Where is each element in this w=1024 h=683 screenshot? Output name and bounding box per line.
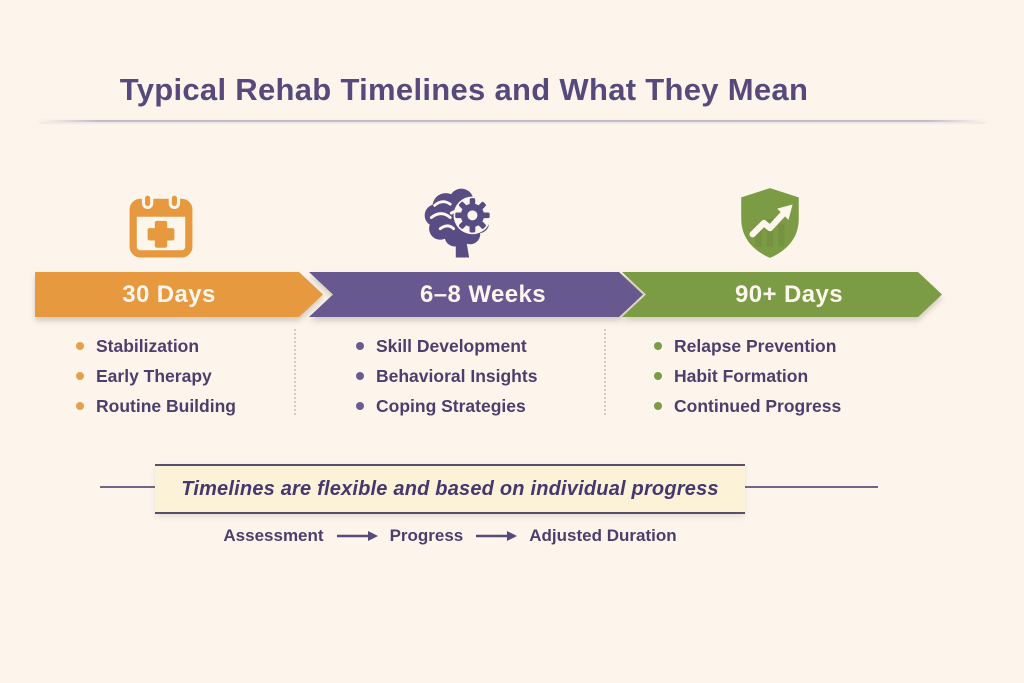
shield-growth-icon bbox=[734, 185, 806, 261]
list-item: Stabilization bbox=[76, 331, 326, 361]
list-item-label: Early Therapy bbox=[96, 365, 212, 386]
bullet-dot-icon bbox=[356, 342, 364, 350]
bullet-dot-icon bbox=[654, 372, 662, 380]
list-item-label: Behavioral Insights bbox=[376, 365, 538, 386]
note-box: Timelines are flexible and based on indi… bbox=[155, 464, 745, 514]
list-item: Habit Formation bbox=[654, 361, 904, 391]
list-item: Routine Building bbox=[76, 391, 326, 421]
list-item-label: Coping Strategies bbox=[376, 395, 526, 416]
list-item-label: Routine Building bbox=[96, 395, 236, 416]
note-text: Timelines are flexible and based on indi… bbox=[181, 477, 719, 500]
list-item-label: Skill Development bbox=[376, 335, 527, 356]
list-item-label: Stabilization bbox=[96, 335, 200, 356]
phase-list-90-plus-days: Relapse Prevention Habit Formation Conti… bbox=[654, 331, 904, 421]
list-item-label: Relapse Prevention bbox=[674, 335, 837, 356]
list-item: Behavioral Insights bbox=[356, 361, 606, 391]
phase-band-6-8-weeks: 6–8 Weeks bbox=[309, 272, 617, 317]
phase-band-label: 90+ Days bbox=[622, 272, 942, 317]
bullet-dot-icon bbox=[76, 372, 84, 380]
column-divider bbox=[604, 329, 606, 415]
list-item: Relapse Prevention bbox=[654, 331, 904, 361]
list-item-label: Continued Progress bbox=[674, 395, 842, 416]
brain-gear-icon bbox=[418, 182, 498, 262]
phase-band-label: 30 Days bbox=[35, 272, 323, 317]
flow-step-assessment: Assessment bbox=[223, 526, 324, 545]
phase-band-90-plus-days: 90+ Days bbox=[622, 272, 916, 317]
list-item: Continued Progress bbox=[654, 391, 904, 421]
list-item: Early Therapy bbox=[76, 361, 326, 391]
assessment-flow: Assessment Progress Adjusted Duration bbox=[155, 522, 745, 550]
list-item-label: Habit Formation bbox=[674, 365, 809, 386]
right-arrow-icon bbox=[476, 531, 518, 541]
flow-step-progress: Progress bbox=[389, 526, 464, 545]
phase-list-6-8-weeks: Skill Development Behavioral Insights Co… bbox=[356, 331, 606, 421]
bullet-dot-icon bbox=[654, 342, 662, 350]
medical-calendar-icon bbox=[127, 190, 195, 258]
flow-step-adjusted-duration: Adjusted Duration bbox=[529, 526, 677, 545]
bullet-dot-icon bbox=[356, 402, 364, 410]
phase-list-30-days: Stabilization Early Therapy Routine Buil… bbox=[76, 331, 326, 421]
list-item: Coping Strategies bbox=[356, 391, 606, 421]
bullet-dot-icon bbox=[356, 372, 364, 380]
bullet-dot-icon bbox=[76, 402, 84, 410]
title-divider bbox=[40, 120, 985, 122]
bullet-dot-icon bbox=[654, 402, 662, 410]
column-divider bbox=[294, 329, 296, 415]
bullet-dot-icon bbox=[76, 342, 84, 350]
phase-band-label: 6–8 Weeks bbox=[309, 272, 643, 317]
phase-band-30-days: 30 Days bbox=[35, 272, 303, 317]
page-title: Typical Rehab Timelines and What They Me… bbox=[119, 72, 809, 107]
list-item: Skill Development bbox=[356, 331, 606, 361]
right-arrow-icon bbox=[336, 531, 378, 541]
